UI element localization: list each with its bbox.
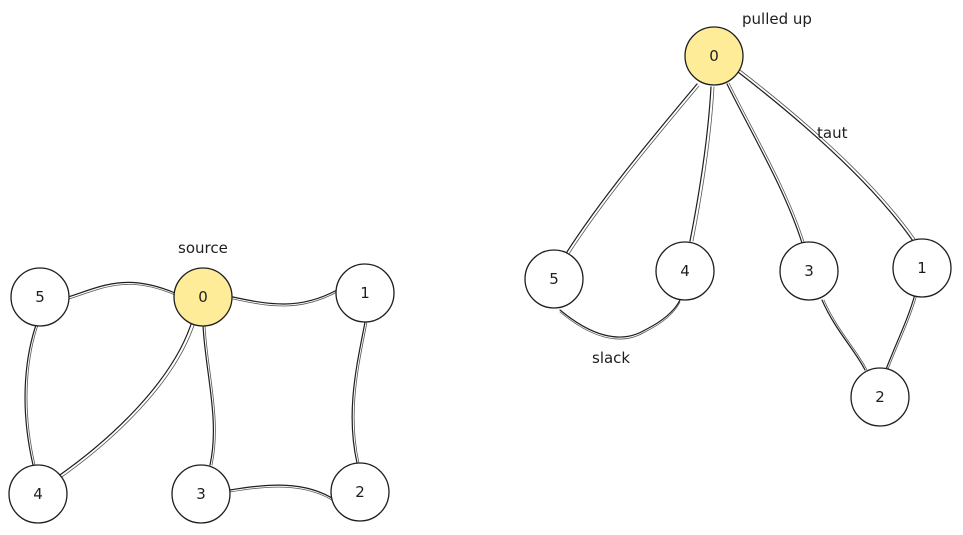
right-annotation-taut: taut xyxy=(817,124,848,142)
right-node-4-label: 4 xyxy=(680,262,690,280)
edge-0-3-stroke2 xyxy=(728,82,805,243)
edge-1-2 xyxy=(884,293,916,373)
left-node-0-label: 0 xyxy=(198,288,208,306)
edge-0-4 xyxy=(56,317,194,478)
left-node-4: 4 xyxy=(8,464,68,524)
right-node-2-label: 2 xyxy=(875,388,885,406)
left-node-0-circle xyxy=(173,267,233,327)
edge-0-3 xyxy=(202,324,215,466)
edge-0-1-stroke2 xyxy=(739,69,916,240)
edge-0-5 xyxy=(564,83,698,256)
edge-0-1-stroke2 xyxy=(232,291,338,307)
edge-1-2 xyxy=(351,321,366,464)
edge-5-4 xyxy=(24,321,38,466)
edge-1-2-stroke2 xyxy=(353,321,368,464)
edge-3-2 xyxy=(821,299,866,371)
edge-5-4-stroke2 xyxy=(559,301,681,340)
left-node-3-label: 3 xyxy=(196,485,206,503)
right-node-0-label: 0 xyxy=(709,47,719,65)
edge-0-3-stroke2 xyxy=(204,324,216,466)
left-node-5-circle xyxy=(10,267,70,327)
left-annotation-source: source xyxy=(178,239,228,257)
right-node-4: 4 xyxy=(655,241,715,301)
right-node-5-label: 5 xyxy=(549,270,559,288)
right-node-2-circle xyxy=(850,367,910,427)
right-annotation-slack: slack xyxy=(592,349,630,367)
left-node-5: 5 xyxy=(10,267,70,327)
left-node-0: 0 xyxy=(173,267,233,327)
edge-5-0 xyxy=(67,281,176,298)
left-node-1-circle xyxy=(335,263,395,323)
left-node-2-circle xyxy=(330,462,390,522)
edge-0-5-stroke2 xyxy=(566,85,700,258)
edge-3-2-stroke2 xyxy=(229,486,336,503)
left-graph: 0 1 2 3 4 5 source xyxy=(8,239,395,524)
left-node-1-label: 1 xyxy=(360,284,370,302)
edge-0-4-stroke2 xyxy=(692,86,715,242)
left-node-4-label: 4 xyxy=(33,485,43,503)
right-node-5-circle xyxy=(524,249,584,309)
edge-5-4 xyxy=(559,299,681,338)
edge-0-1 xyxy=(232,289,338,305)
edge-3-2-stroke2 xyxy=(823,299,868,371)
right-graph: 0 5 4 3 1 2 pulled up taut slack xyxy=(524,10,952,427)
left-edges xyxy=(24,281,368,503)
edge-5-4-stroke2 xyxy=(26,321,40,466)
left-node-2: 2 xyxy=(330,462,390,522)
edge-1-2-stroke2 xyxy=(886,293,918,373)
right-node-0: 0 xyxy=(684,26,744,86)
left-node-1: 1 xyxy=(335,263,395,323)
right-node-1-label: 1 xyxy=(917,259,927,277)
right-node-4-circle xyxy=(655,241,715,301)
left-node-2-label: 2 xyxy=(355,483,365,501)
right-annotation-pulled-up: pulled up xyxy=(742,10,812,28)
right-edges xyxy=(559,69,918,373)
right-node-1: 1 xyxy=(892,238,952,298)
left-node-3: 3 xyxy=(171,464,231,524)
edge-0-3 xyxy=(726,83,803,244)
left-node-4-circle xyxy=(8,464,68,524)
edge-0-4 xyxy=(689,86,712,242)
left-node-3-circle xyxy=(171,464,231,524)
edge-3-2 xyxy=(229,484,336,501)
edge-0-4-stroke2 xyxy=(58,318,197,480)
right-node-3-circle xyxy=(779,241,839,301)
right-node-5: 5 xyxy=(524,249,584,309)
edge-0-1 xyxy=(737,71,914,242)
right-node-3-label: 3 xyxy=(804,262,814,280)
right-node-2: 2 xyxy=(850,367,910,427)
right-node-3: 3 xyxy=(779,241,839,301)
left-node-5-label: 5 xyxy=(35,288,45,306)
edge-5-0-stroke2 xyxy=(68,284,176,300)
right-node-1-circle xyxy=(892,238,952,298)
right-node-0-circle xyxy=(684,26,744,86)
